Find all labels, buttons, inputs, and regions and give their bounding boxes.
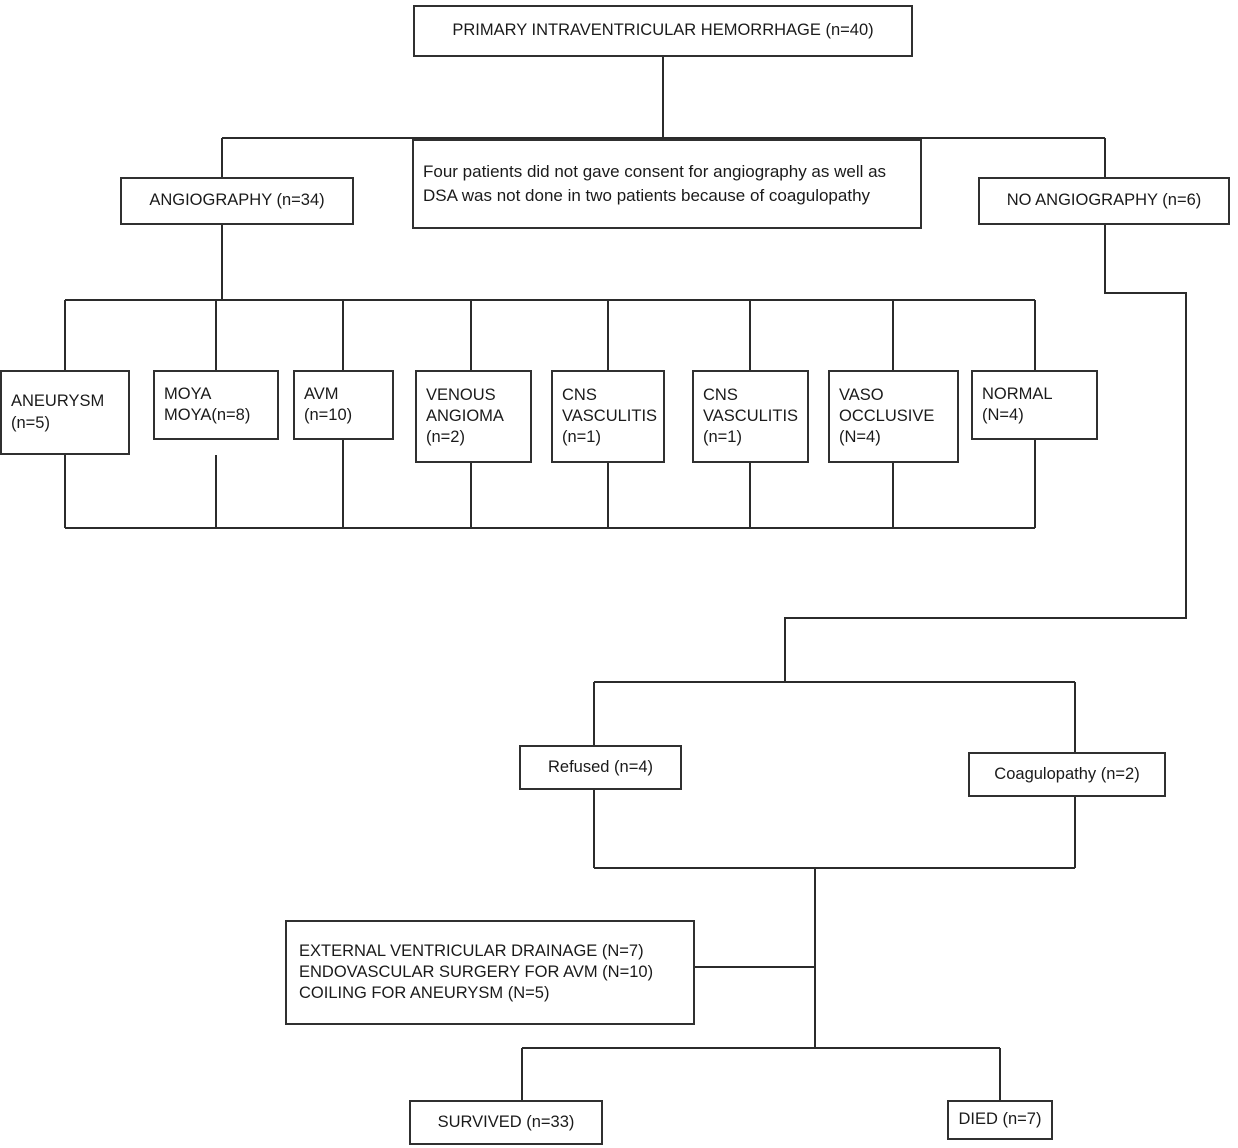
node-survived-label: SURVIVED (n=33) bbox=[437, 1112, 575, 1131]
node-avm-line1: AVM bbox=[304, 384, 339, 403]
node-cns-vasculitis-2[interactable]: CNS VASCULITIS (n=1) bbox=[692, 370, 809, 463]
node-venous-angioma-line1: VENOUS bbox=[426, 385, 496, 404]
node-primary-ivh[interactable]: PRIMARY INTRAVENTRICULAR HEMORRHAGE (n=4… bbox=[413, 5, 913, 57]
node-moya-moya-line1: MOYA bbox=[164, 384, 212, 403]
node-angiography-label: ANGIOGRAPHY (n=34) bbox=[149, 191, 325, 210]
node-cns-vasculitis-1-line1: CNS bbox=[562, 385, 597, 404]
node-died[interactable]: DIED (n=7) bbox=[947, 1100, 1053, 1140]
node-coagulopathy-label: Coagulopathy (n=2) bbox=[994, 764, 1140, 783]
node-avm-line2: (n=10) bbox=[304, 406, 353, 424]
node-normal-line2: (N=4) bbox=[982, 406, 1024, 424]
node-refused[interactable]: Refused (n=4) bbox=[519, 745, 682, 790]
node-no-angiography-label: NO ANGIOGRAPHY (n=6) bbox=[1006, 191, 1202, 210]
node-no-angiography[interactable]: NO ANGIOGRAPHY (n=6) bbox=[978, 177, 1230, 225]
node-coagulopathy[interactable]: Coagulopathy (n=2) bbox=[968, 752, 1166, 797]
node-cns-vasculitis-2-line3: (n=1) bbox=[703, 428, 742, 447]
node-angiography[interactable]: ANGIOGRAPHY (n=34) bbox=[120, 177, 354, 225]
node-cns-vasculitis-2-line1: CNS bbox=[703, 385, 738, 404]
node-primary-ivh-label: PRIMARY INTRAVENTRICULAR HEMORRHAGE (n=4… bbox=[452, 21, 874, 40]
node-treatments[interactable]: EXTERNAL VENTRICULAR DRAINAGE (N=7) ENDO… bbox=[285, 920, 695, 1025]
node-cns-vasculitis-1-line2: VASCULITIS bbox=[562, 406, 658, 425]
node-vaso-occlusive-line2: OCCLUSIVE bbox=[839, 406, 935, 425]
node-moya-moya[interactable]: MOYA MOYA(n=8) bbox=[153, 370, 279, 440]
node-consent-note[interactable]: Four patients did not gave consent for a… bbox=[412, 139, 922, 229]
node-venous-angioma-line3: (n=2) bbox=[426, 428, 465, 447]
node-treatments-line2: ENDOVASCULAR SURGERY FOR AVM (N=10) bbox=[299, 962, 654, 981]
node-avm[interactable]: AVM (n=10) bbox=[293, 370, 394, 440]
node-venous-angioma[interactable]: VENOUS ANGIOMA (n=2) bbox=[415, 370, 532, 463]
node-venous-angioma-line2: ANGIOMA bbox=[426, 406, 504, 425]
node-treatments-line3: COILING FOR ANEURYSM (N=5) bbox=[299, 984, 550, 1003]
node-survived[interactable]: SURVIVED (n=33) bbox=[409, 1100, 603, 1145]
node-cns-vasculitis-1[interactable]: CNS VASCULITIS (n=1) bbox=[551, 370, 665, 463]
node-moya-moya-line2: MOYA(n=8) bbox=[164, 406, 251, 424]
node-aneurysm[interactable]: ANEURYSM (n=5) bbox=[0, 370, 130, 455]
node-vaso-occlusive-line3: (N=4) bbox=[839, 428, 881, 447]
node-cns-vasculitis-2-line2: VASCULITIS bbox=[703, 406, 799, 425]
node-vaso-occlusive[interactable]: VASO OCCLUSIVE (N=4) bbox=[828, 370, 959, 463]
node-treatments-line1: EXTERNAL VENTRICULAR DRAINAGE (N=7) bbox=[299, 941, 644, 960]
node-died-label: DIED (n=7) bbox=[958, 1110, 1042, 1129]
node-cns-vasculitis-1-line3: (n=1) bbox=[562, 428, 601, 447]
node-consent-note-label: Four patients did not gave consent for a… bbox=[423, 161, 887, 205]
node-normal-line1: NORMAL bbox=[982, 384, 1053, 403]
node-aneurysm-line2: (n=5) bbox=[11, 413, 50, 432]
node-refused-label: Refused (n=4) bbox=[547, 757, 654, 776]
node-normal[interactable]: NORMAL (N=4) bbox=[971, 370, 1098, 440]
node-vaso-occlusive-line1: VASO bbox=[839, 385, 884, 404]
node-aneurysm-line1: ANEURYSM bbox=[11, 392, 105, 411]
